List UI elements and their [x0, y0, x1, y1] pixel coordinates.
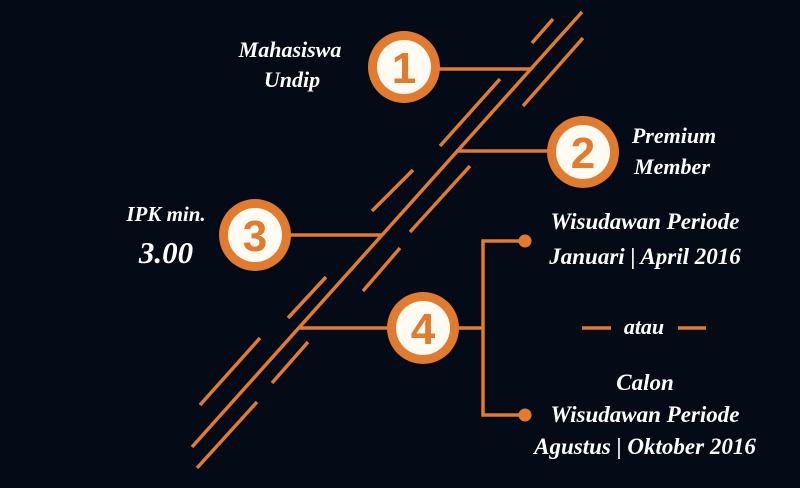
step-2-label-line-1: Premium: [631, 123, 716, 148]
diagonal-stripe: [530, 17, 555, 45]
option-1-line-2: Januari | April 2016: [548, 244, 741, 269]
option-2-line-3: Agustus | Oktober 2016: [532, 434, 756, 459]
step-4-number: 4: [411, 305, 436, 354]
step-1-label-line-2: Undip: [264, 67, 320, 92]
main-diagonal-line: [190, 10, 584, 449]
step-3-label-value: 3.00: [138, 235, 193, 270]
bullet-dot: [518, 234, 532, 248]
step-2-label-line-2: Member: [633, 154, 710, 179]
option-2-line-2: Wisudawan Periode: [551, 402, 740, 427]
diagonal-stripe: [408, 164, 472, 234]
step-4-badge: 4: [387, 292, 459, 364]
step-3-label-line-1: IPK min.: [125, 202, 205, 226]
diagonal-stripe: [195, 400, 259, 470]
connectors: [288, 67, 706, 422]
labels: Mahasiswa Undip Premium Member IPK min. …: [125, 37, 756, 459]
step-1-number: 1: [392, 44, 416, 93]
step-2-badge: 2: [547, 116, 619, 188]
step-3-badge: 3: [219, 199, 291, 271]
diagonal-stripe: [286, 275, 328, 320]
separator-text: atau: [624, 314, 664, 339]
diagonal-stripe: [370, 168, 415, 213]
step-1-badge: 1: [368, 31, 440, 103]
bracket-vertical: [481, 239, 524, 417]
diagonal-stripe: [438, 77, 502, 148]
bullet-dot: [518, 408, 532, 422]
diagonal-stripe: [521, 36, 585, 108]
diagonal-stripe: [198, 336, 262, 407]
step-2-number: 2: [571, 129, 595, 178]
step-1-label-line-1: Mahasiswa: [238, 37, 342, 62]
diagonal-stripe: [270, 340, 310, 385]
diagonal-stripe: [361, 246, 402, 293]
option-1-line-1: Wisudawan Periode: [551, 209, 740, 234]
decorative-diagonal-lines: [190, 10, 585, 470]
step-3-number: 3: [243, 212, 267, 261]
option-2-line-1: Calon: [616, 370, 674, 395]
